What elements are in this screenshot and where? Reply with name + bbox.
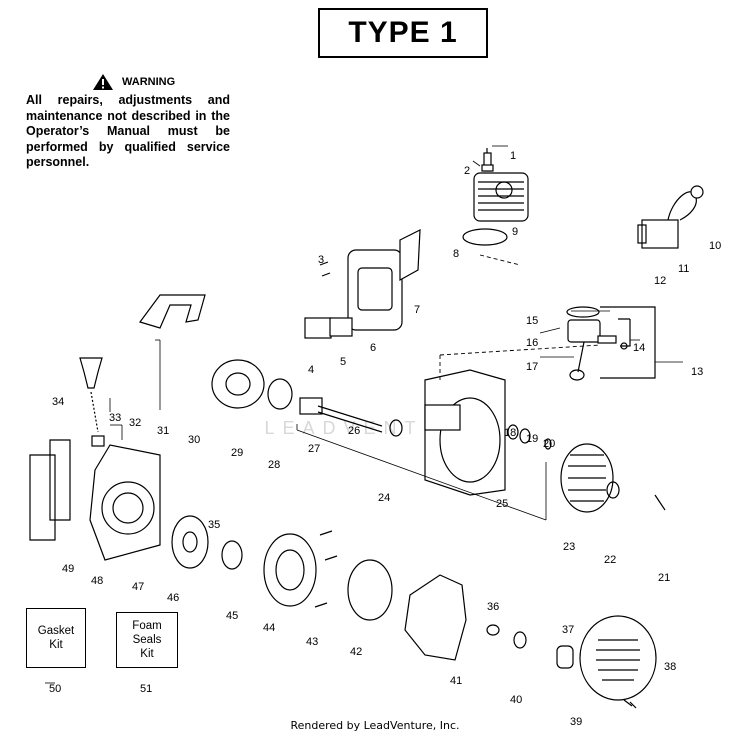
part-number-7[interactable]: 7 <box>414 304 421 316</box>
gasket-kit-box[interactable]: Gasket Kit <box>26 608 86 668</box>
footer-credit: Rendered by LeadVenture, Inc. <box>290 719 460 732</box>
part-number-27[interactable]: 27 <box>308 443 321 455</box>
foam-seal[interactable] <box>29 439 71 541</box>
part-number-2[interactable]: 2 <box>464 165 471 177</box>
starter-handle[interactable] <box>79 357 105 447</box>
part-number-15[interactable]: 15 <box>526 315 539 327</box>
part-number-1[interactable]: 1 <box>510 150 517 162</box>
o-ring[interactable] <box>267 378 293 410</box>
part-number-3[interactable]: 3 <box>318 254 325 266</box>
part-number-10[interactable]: 10 <box>709 240 722 252</box>
part-number-20[interactable]: 20 <box>543 438 556 450</box>
air-filter-frame[interactable] <box>139 294 206 329</box>
part-number-41[interactable]: 41 <box>450 675 463 687</box>
part-number-45[interactable]: 45 <box>226 610 239 622</box>
piston-assembly[interactable] <box>566 306 628 381</box>
part-number-29[interactable]: 29 <box>231 447 244 459</box>
part-number-18[interactable]: 18 <box>504 427 517 439</box>
part-number-32[interactable]: 32 <box>129 417 142 429</box>
part-number-37[interactable]: 37 <box>562 624 575 636</box>
part-number-28[interactable]: 28 <box>268 459 281 471</box>
part-number-19[interactable]: 19 <box>526 433 539 445</box>
part-number-22[interactable]: 22 <box>604 554 617 566</box>
part-number-14[interactable]: 14 <box>633 342 646 354</box>
blower-housing[interactable] <box>579 615 657 709</box>
cover-42[interactable] <box>347 559 393 621</box>
foam-seals-kit-label: Foam Seals Kit <box>132 620 162 660</box>
starter-pulley[interactable] <box>171 515 209 569</box>
diagram-title: TYPE 1 <box>318 8 488 58</box>
cylinder-gasket[interactable] <box>462 228 508 246</box>
muffler-assembly[interactable] <box>304 229 421 339</box>
pin-21[interactable] <box>654 494 666 511</box>
part-number-35[interactable]: 35 <box>208 519 221 531</box>
warning-triangle-icon <box>93 74 113 90</box>
fan-housing[interactable] <box>89 444 161 561</box>
cylinder[interactable] <box>473 172 529 222</box>
part-number-42[interactable]: 42 <box>350 646 363 658</box>
washer-45[interactable] <box>221 540 243 570</box>
part-number-16[interactable]: 16 <box>526 337 539 349</box>
part-number-48[interactable]: 48 <box>91 575 104 587</box>
part-number-23[interactable]: 23 <box>563 541 576 553</box>
part-number-43[interactable]: 43 <box>306 636 319 648</box>
part-number-12[interactable]: 12 <box>654 275 667 287</box>
part-number-13[interactable]: 13 <box>691 366 704 378</box>
crankcase[interactable] <box>424 369 506 496</box>
part-number-4[interactable]: 4 <box>308 364 315 376</box>
seal-26[interactable] <box>389 419 403 437</box>
warning-heading: WARNING <box>92 73 175 91</box>
part-number-31[interactable]: 31 <box>157 425 170 437</box>
part-number-30[interactable]: 30 <box>188 434 201 446</box>
kit-number-50[interactable]: 50 <box>49 683 62 695</box>
part-number-40[interactable]: 40 <box>510 694 523 706</box>
gasket-kit-label: Gasket Kit <box>37 625 75 651</box>
part-number-46[interactable]: 46 <box>167 592 180 604</box>
part-number-36[interactable]: 36 <box>487 601 500 613</box>
flywheel[interactable] <box>560 443 620 513</box>
part-number-6[interactable]: 6 <box>370 342 377 354</box>
ignition-module[interactable] <box>637 185 704 249</box>
part-number-11[interactable]: 11 <box>678 263 690 275</box>
part-number-39[interactable]: 39 <box>570 716 583 728</box>
spark-plug[interactable] <box>481 148 494 172</box>
foam-seals-kit-box[interactable]: Foam Seals Kit <box>116 612 178 668</box>
part-number-8[interactable]: 8 <box>453 248 460 260</box>
part-number-17[interactable]: 17 <box>526 361 539 373</box>
warning-heading-text: WARNING <box>122 76 176 88</box>
part-number-25[interactable]: 25 <box>496 498 509 510</box>
part-number-5[interactable]: 5 <box>340 356 347 368</box>
crankshaft[interactable] <box>299 397 383 433</box>
impeller-fan[interactable] <box>404 574 467 661</box>
part-number-44[interactable]: 44 <box>263 622 276 634</box>
recoil-housing[interactable] <box>263 533 317 607</box>
warning-text: All repairs, adjustments and maintenance… <box>26 93 230 169</box>
part-number-38[interactable]: 38 <box>664 661 677 673</box>
part-number-24[interactable]: 24 <box>378 492 391 504</box>
part-number-9[interactable]: 9 <box>512 226 519 238</box>
part-number-26[interactable]: 26 <box>348 425 361 437</box>
part-number-21[interactable]: 21 <box>658 572 671 584</box>
part-number-49[interactable]: 49 <box>62 563 75 575</box>
part-number-33[interactable]: 33 <box>109 412 122 424</box>
part-number-34[interactable]: 34 <box>52 396 65 408</box>
carburetor-housing[interactable] <box>211 359 265 409</box>
part-number-47[interactable]: 47 <box>132 581 145 593</box>
kit-number-51[interactable]: 51 <box>140 683 153 695</box>
